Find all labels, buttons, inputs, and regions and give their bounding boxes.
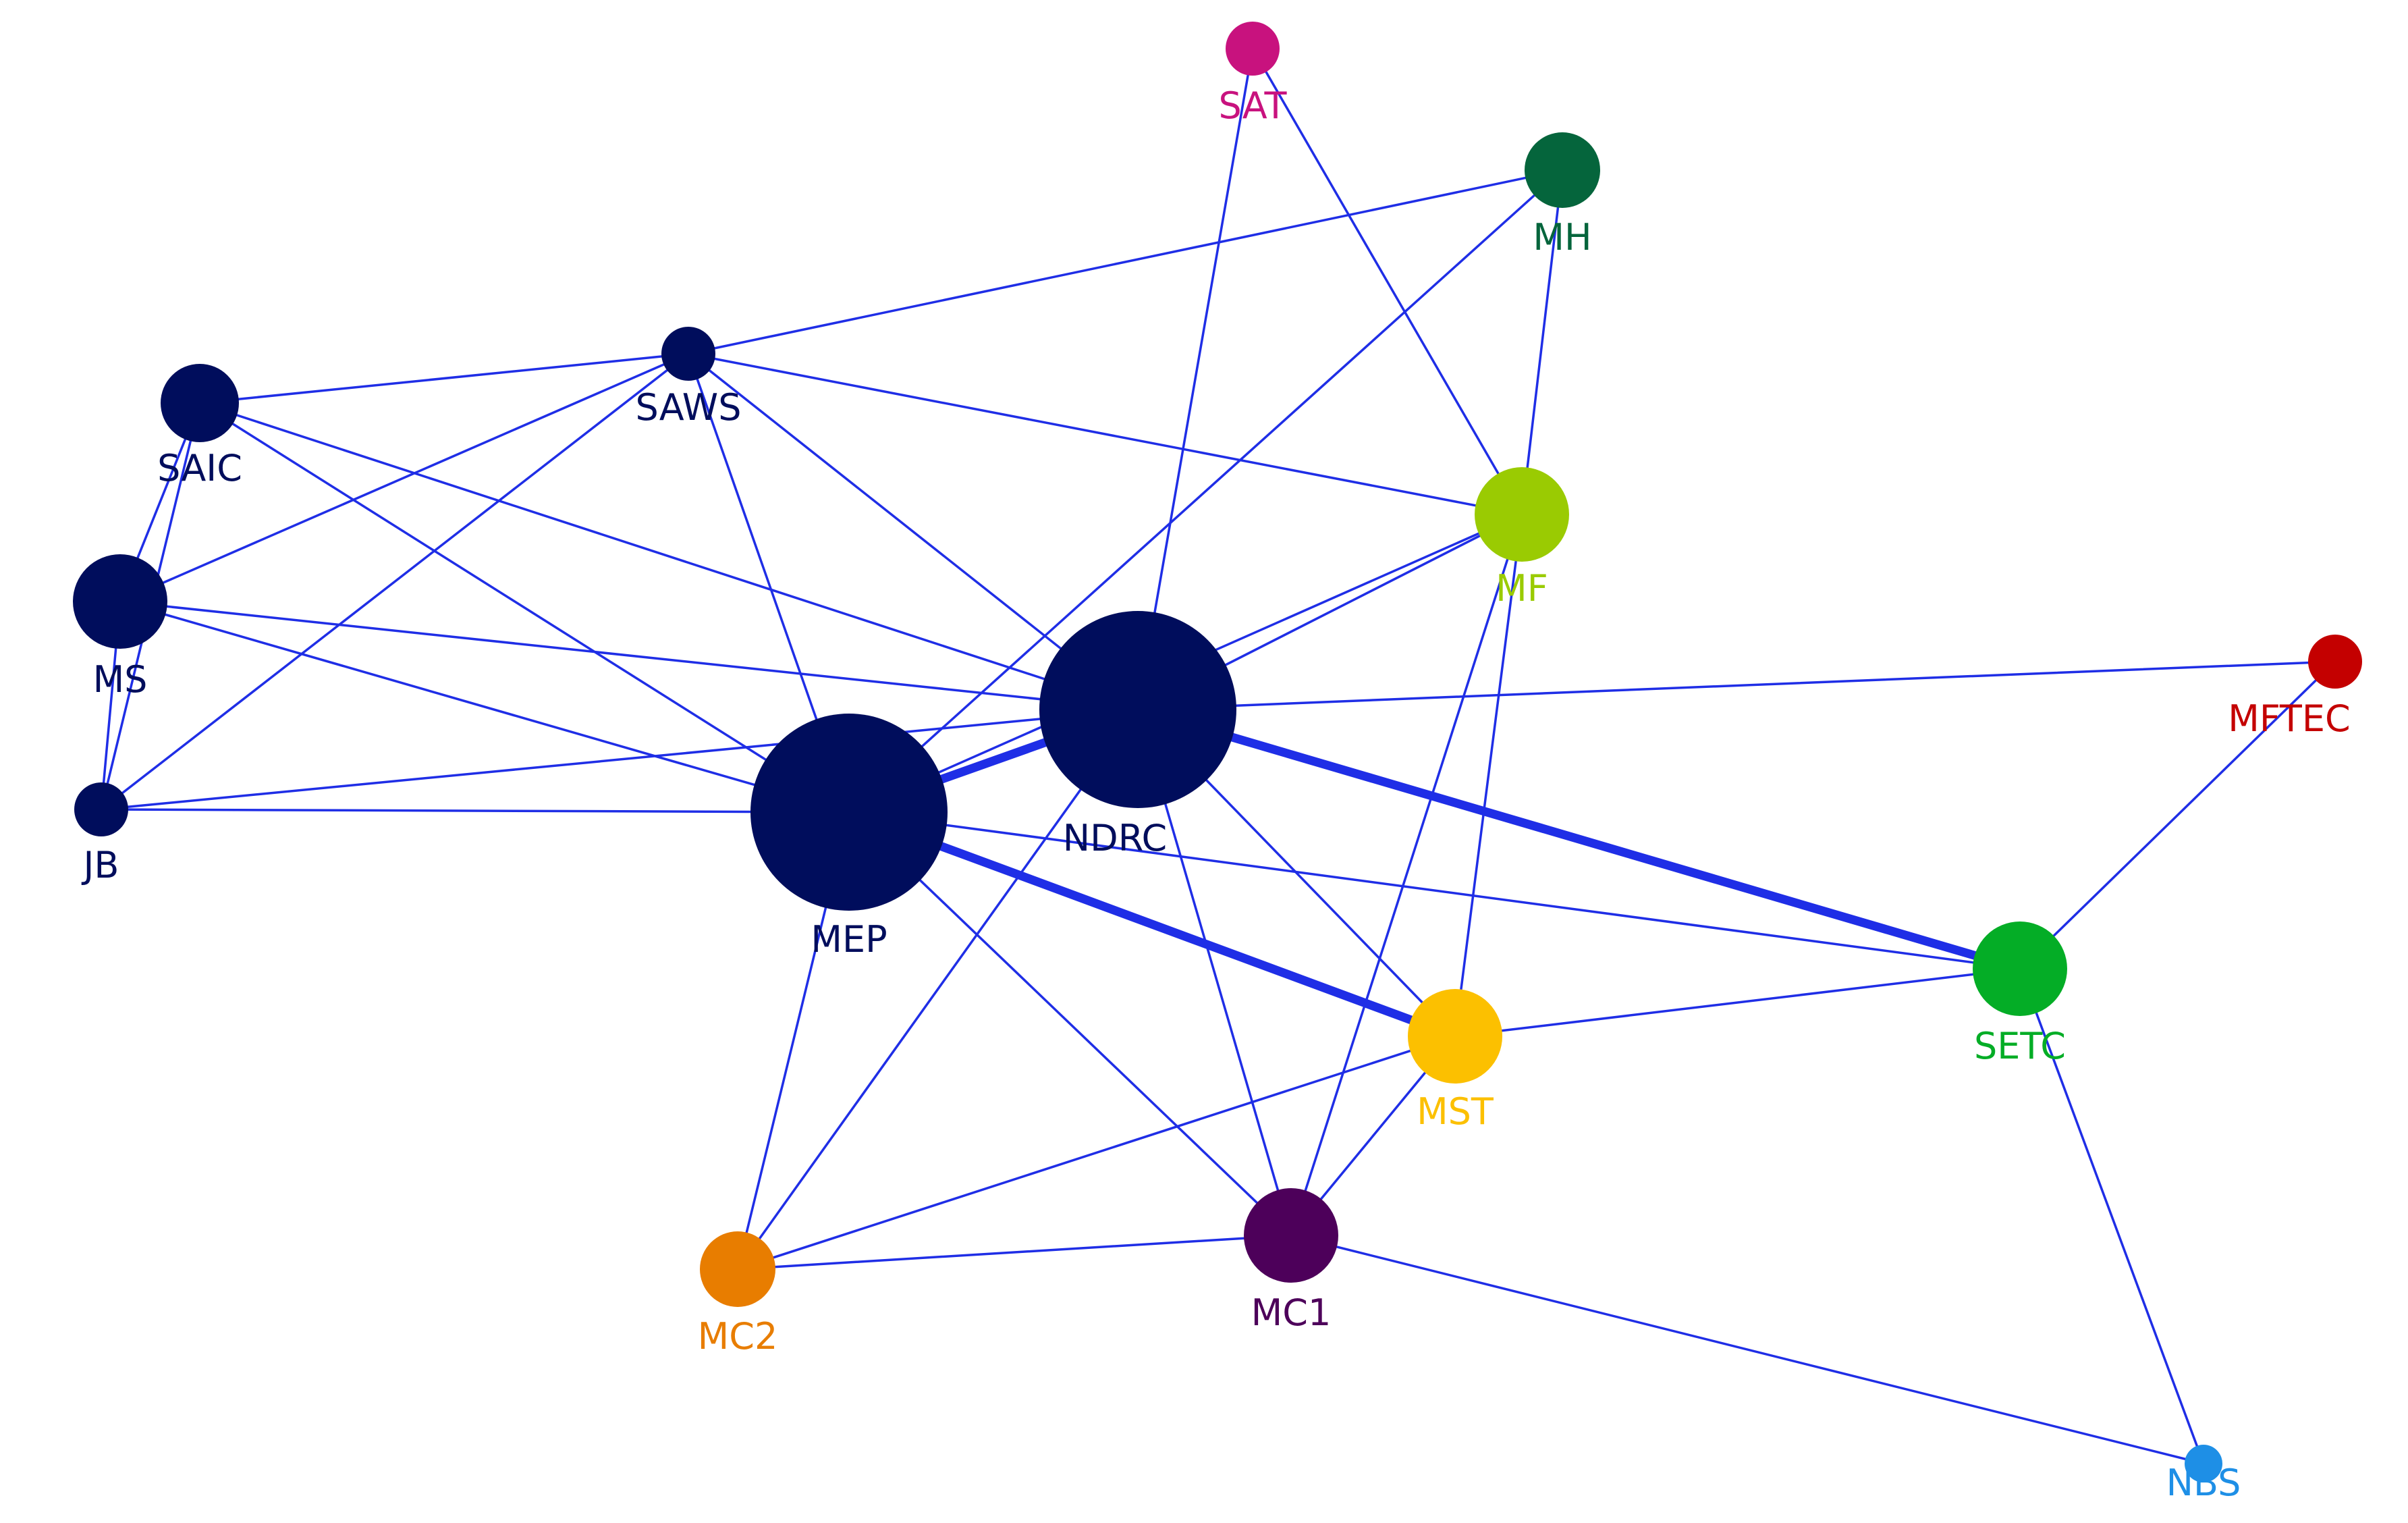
edge-mf-mc1	[1290, 513, 1523, 1237]
node-label-sat: SAT	[1218, 84, 1287, 127]
node-label-mc1: MC1	[1251, 1291, 1332, 1334]
edge-ms-ndrc	[119, 600, 1139, 711]
node-sat	[1226, 22, 1280, 76]
node-mst	[1408, 989, 1502, 1084]
node-nbs	[2185, 1445, 2222, 1482]
edge-jb-ndrc	[100, 708, 1139, 811]
node-mc2	[700, 1231, 775, 1307]
edge-mst-mc2	[736, 1035, 1456, 1271]
node-label-setc: SETC	[1974, 1025, 2066, 1067]
node-label-ndrc: NDRC	[1063, 817, 1168, 859]
node-label-ms: MS	[93, 658, 148, 701]
node-label-jb: JB	[82, 844, 119, 886]
edge-mep-setc	[848, 811, 2021, 970]
edge-ms-mep	[119, 600, 850, 813]
node-label-mh: MH	[1533, 216, 1591, 259]
node-setc	[1973, 921, 2067, 1016]
edge-mh-mep	[848, 169, 1564, 813]
edge-jb-mep	[100, 808, 850, 813]
node-label-mf: MF	[1496, 567, 1548, 610]
node-saic	[161, 364, 239, 442]
edge-saws-jb	[100, 352, 690, 811]
node-label-saic: SAIC	[157, 447, 242, 489]
edge-mc1-mc2	[736, 1234, 1292, 1271]
edge-saic-mep	[198, 402, 850, 813]
node-label-mep: MEP	[811, 918, 887, 961]
edge-mst-setc	[1454, 967, 2021, 1038]
edge-mh-mf	[1521, 169, 1564, 516]
edge-sat-ndrc	[1137, 47, 1254, 711]
edge-mep-mst	[844, 807, 1460, 1041]
node-label-mc2: MC2	[698, 1315, 778, 1358]
node-jb	[74, 782, 128, 836]
node-layer	[73, 22, 2362, 1482]
edge-saws-mf	[687, 352, 1523, 516]
node-label-saws: SAWS	[636, 386, 742, 429]
edge-saws-saic	[198, 352, 690, 404]
label-layer: SAT MH SAWS SAIC MF MS MFTEC NDRC JB MEP SETC MST MC…	[82, 84, 2351, 1504]
node-saws	[661, 327, 715, 381]
edge-mc1-nbs	[1290, 1234, 2205, 1465]
node-mh	[1525, 132, 1600, 208]
node-label-mftec: MFTEC	[2228, 697, 2351, 740]
edge-mf-mst	[1454, 513, 1523, 1038]
edge-ndrc-mftec	[1137, 660, 2336, 711]
edge-setc-nbs	[2019, 967, 2205, 1465]
node-label-nbs: NBS	[2166, 1462, 2241, 1504]
edge-ndrc-mc2	[736, 708, 1139, 1271]
node-ms	[73, 554, 167, 649]
edge-saic-ndrc	[198, 402, 1139, 711]
node-mep	[750, 714, 948, 911]
edge-sat-mf	[1251, 47, 1523, 516]
edge-ndrc-setc	[1133, 705, 2025, 973]
edge-saws-ms	[119, 352, 690, 603]
node-label-mst: MST	[1417, 1090, 1494, 1133]
node-mc1	[1244, 1188, 1338, 1283]
edge-mep-mc1	[848, 811, 1292, 1237]
edge-mh-saws	[687, 169, 1564, 355]
node-mftec	[2308, 635, 2362, 689]
node-ndrc	[1039, 611, 1236, 808]
edge-setc-mftec	[2019, 660, 2336, 970]
node-mf	[1475, 467, 1569, 562]
